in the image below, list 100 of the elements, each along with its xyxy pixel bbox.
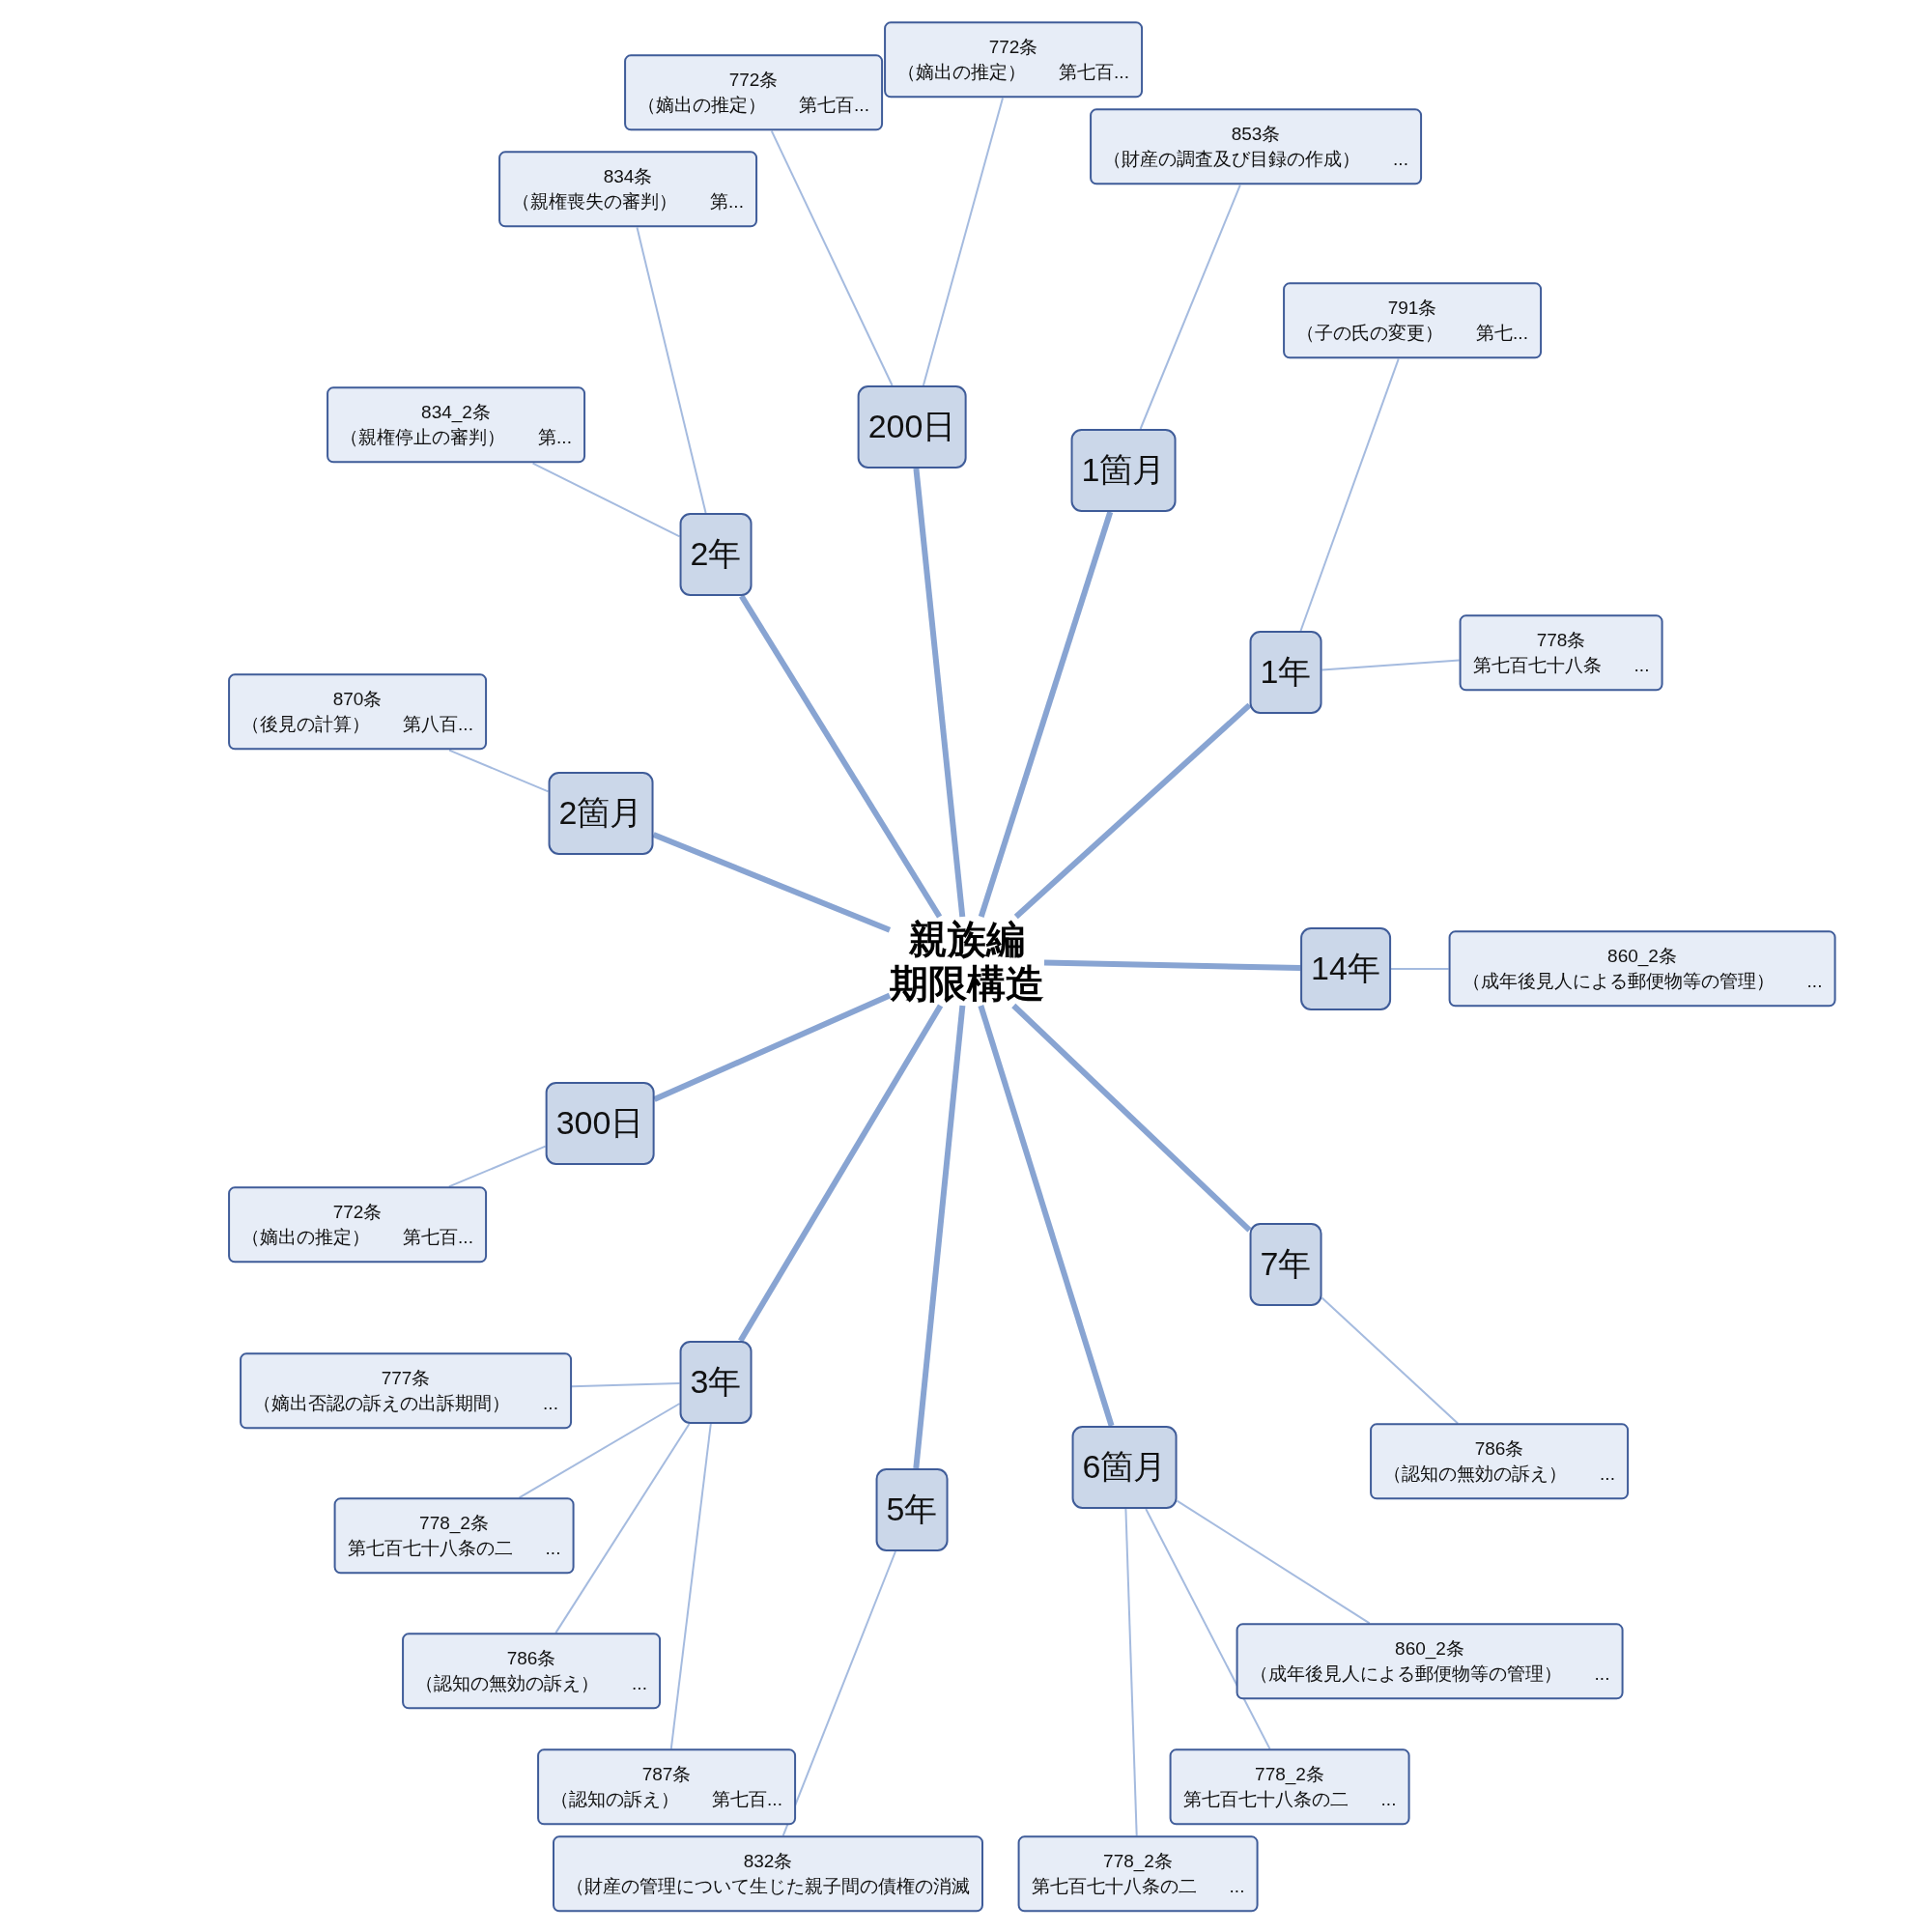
- truncated-text: ...: [1594, 1662, 1610, 1686]
- connector-line: [978, 1005, 1115, 1427]
- article-card: [1090, 108, 1422, 185]
- connector-line: [1145, 1508, 1271, 1750]
- connector-line: [1011, 1003, 1252, 1233]
- truncated-text: ...: [1806, 970, 1823, 993]
- connector-line: [1124, 1508, 1138, 1837]
- article-card: [1236, 1623, 1624, 1700]
- truncated-text: ...: [1600, 1463, 1615, 1486]
- connector-line: [770, 129, 894, 386]
- article-number: 772条: [332, 1202, 383, 1223]
- period-box: 5年: [875, 1468, 949, 1551]
- article-card: [240, 1352, 572, 1430]
- article-card: [1017, 1835, 1259, 1913]
- truncated-text: 第七百...: [799, 94, 869, 117]
- connector-line: [554, 1423, 691, 1634]
- connector-line: [913, 468, 966, 918]
- article-card: [1448, 930, 1836, 1008]
- article-caption: （嫡出の推定）: [897, 61, 1027, 84]
- article-caption: 第七百七十八条の二: [1182, 1788, 1349, 1811]
- article-number: 860_2条: [1395, 1638, 1464, 1660]
- period-box: 3年: [679, 1341, 753, 1424]
- article-card: [1169, 1748, 1410, 1826]
- article-card: [333, 1497, 575, 1575]
- article-number: 777条: [381, 1368, 431, 1389]
- truncated-text: ...: [543, 1392, 558, 1415]
- article-number: 778_2条: [1103, 1851, 1173, 1872]
- article-number: 834条: [603, 166, 653, 187]
- connector-line: [518, 1403, 681, 1499]
- connector-line: [636, 226, 707, 514]
- connector-line: [1013, 702, 1252, 920]
- connector-line: [781, 1550, 896, 1837]
- truncated-text: 第七百...: [1059, 61, 1129, 84]
- article-caption: （嫡出の推定）: [242, 1226, 371, 1249]
- connector-line: [1043, 959, 1301, 971]
- article-number: 834_2条: [421, 402, 491, 423]
- article-card: [553, 1835, 983, 1913]
- period-box: 7年: [1249, 1223, 1322, 1306]
- truncated-text: 第八百...: [403, 713, 473, 736]
- article-caption: （財産の管理について生じた親子間の債権の消滅: [566, 1875, 970, 1898]
- connector-line: [1176, 1499, 1371, 1625]
- article-number: 778条: [1536, 630, 1586, 651]
- period-box: 300日: [545, 1082, 655, 1165]
- period-box: 14年: [1300, 927, 1391, 1010]
- truncated-text: 第七百...: [712, 1788, 782, 1811]
- truncated-text: ...: [1229, 1875, 1245, 1898]
- connector-line: [1139, 184, 1241, 430]
- connector-line: [978, 511, 1114, 918]
- connector-line: [738, 1004, 944, 1343]
- article-caption: （嫡出否認の訴えの出訴期間）: [253, 1392, 511, 1415]
- article-caption: 第七百七十八条: [1472, 654, 1602, 677]
- truncated-text: ...: [632, 1672, 647, 1695]
- article-caption: （認知の訴え）: [551, 1788, 680, 1811]
- connector-line: [652, 832, 892, 933]
- connector-line: [653, 992, 892, 1102]
- article-number: 772条: [728, 70, 779, 91]
- article-card: [327, 386, 585, 464]
- article-number: 778_2条: [1255, 1764, 1324, 1785]
- article-number: 791条: [1387, 298, 1437, 319]
- connector-line: [669, 1423, 712, 1750]
- article-number: 832条: [743, 1851, 793, 1872]
- truncated-text: ...: [1380, 1788, 1397, 1811]
- article-caption: （成年後見人による郵便物等の管理）: [1462, 970, 1775, 993]
- truncated-text: 第...: [538, 426, 572, 449]
- article-number: 853条: [1231, 124, 1281, 145]
- period-box: 200日: [857, 385, 967, 469]
- article-caption: （親権停止の審判）: [340, 426, 506, 449]
- truncated-text: 第...: [710, 190, 744, 213]
- article-caption: （嫡出の推定）: [638, 94, 767, 117]
- article-caption: （認知の無効の訴え）: [1383, 1463, 1568, 1486]
- connector-line: [531, 462, 681, 538]
- article-number: 860_2条: [1607, 946, 1677, 967]
- article-card: [1283, 282, 1542, 359]
- truncated-text: ...: [545, 1537, 561, 1560]
- connector-line: [447, 1145, 547, 1188]
- article-card: [1459, 614, 1663, 692]
- connector-line: [739, 594, 943, 919]
- article-card: [228, 1186, 487, 1264]
- connector-line: [913, 1005, 966, 1469]
- connector-line: [448, 749, 550, 793]
- truncated-text: ...: [1634, 654, 1650, 677]
- truncated-text: 第七百...: [403, 1226, 473, 1249]
- connector-line: [1389, 968, 1450, 970]
- article-card: [402, 1633, 661, 1710]
- article-number: 786条: [1474, 1438, 1524, 1460]
- article-card: [624, 54, 883, 131]
- connector-line: [1321, 1296, 1460, 1425]
- connector-line: [1321, 659, 1461, 671]
- article-caption: （成年後見人による郵便物等の管理）: [1249, 1662, 1562, 1686]
- article-caption: （後見の計算）: [242, 713, 371, 736]
- period-box: 2箇月: [548, 772, 654, 855]
- article-card: [498, 151, 757, 228]
- center-label: 親族編: [909, 918, 1025, 960]
- article-card: [537, 1748, 796, 1826]
- period-box: 1箇月: [1070, 429, 1177, 512]
- connector-line: [570, 1382, 681, 1388]
- article-caption: 第七百七十八条の二: [1031, 1875, 1197, 1898]
- article-number: 778_2条: [419, 1513, 489, 1534]
- connector-line: [922, 97, 1004, 386]
- truncated-text: ...: [1393, 148, 1408, 171]
